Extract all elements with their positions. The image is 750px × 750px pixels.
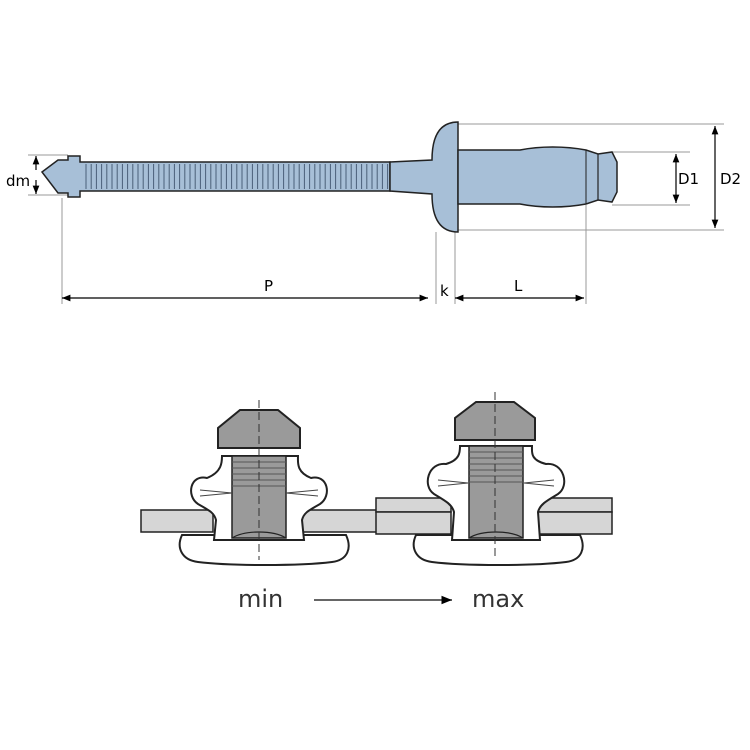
min-label: min	[238, 585, 283, 613]
plate-right	[299, 509, 381, 533]
max-label: max	[472, 585, 524, 613]
plate-left	[375, 511, 452, 535]
dimension-arrows	[32, 126, 719, 302]
d1-label: D1	[678, 170, 699, 188]
k-label: k	[440, 282, 449, 300]
rivet-body	[457, 146, 618, 208]
rivet-side-view: dm P k L D1 D2	[6, 121, 741, 304]
blind-head	[412, 534, 584, 566]
rivet-min-grip	[140, 400, 381, 566]
rivet-max-grip	[375, 392, 613, 566]
l-label: L	[514, 277, 523, 295]
mandrel-stem	[468, 445, 524, 539]
plate-top	[375, 497, 452, 513]
d2-label: D2	[720, 170, 741, 188]
extension-lines	[28, 123, 724, 304]
mandrel	[40, 155, 391, 198]
blind-head	[178, 534, 350, 566]
mandrel-grooves	[85, 164, 389, 189]
dm-label: dm	[6, 172, 30, 190]
plate-left	[140, 509, 214, 533]
rivet-head	[389, 121, 459, 233]
plate-right-lower	[537, 511, 613, 535]
p-label: P	[264, 277, 273, 295]
